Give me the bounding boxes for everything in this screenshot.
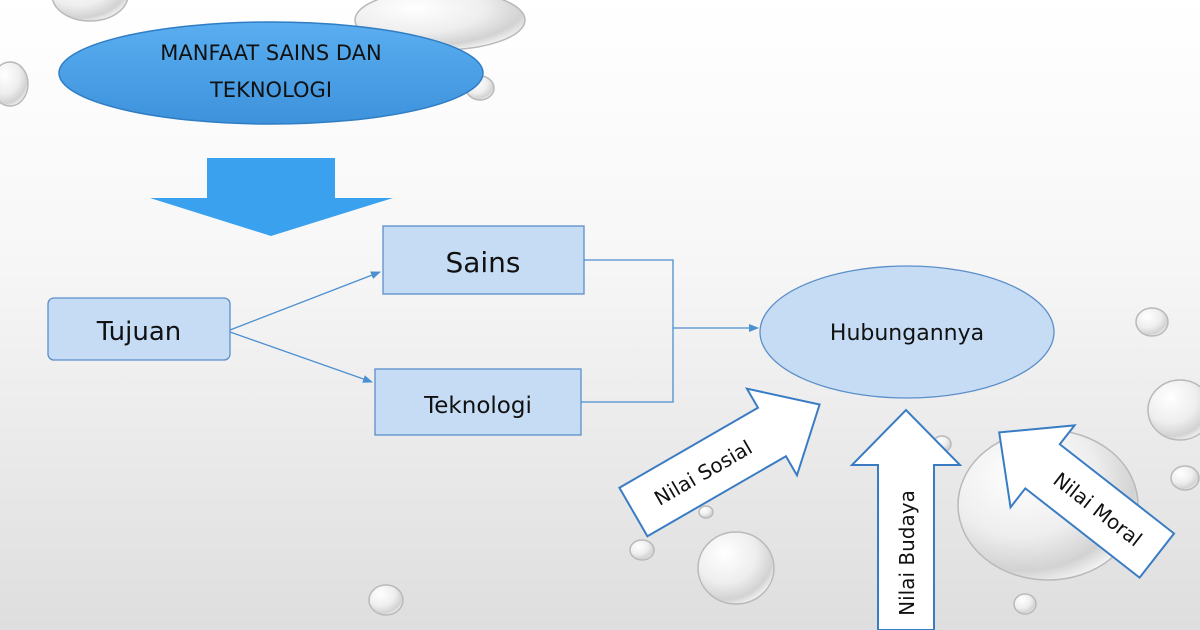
connectors [229, 259, 759, 403]
arrow-nilai-sosial: Nilai Sosial [618, 387, 821, 538]
title-oval: MANFAAT SAINS DAN TEKNOLOGI [58, 21, 484, 125]
value-label-budaya: Nilai Budaya [895, 490, 919, 616]
node-hubungannya: Hubungannya [759, 265, 1055, 399]
arrow-nilai-budaya: Nilai Budaya [849, 408, 963, 630]
node-sains: Sains [382, 225, 585, 295]
bubble-decoration [51, 0, 129, 22]
bubble-decoration [1170, 465, 1200, 491]
node-teknologi: Teknologi [374, 368, 582, 436]
bubble-decoration [629, 539, 655, 561]
connector-bracket [581, 259, 674, 403]
node-sains-label: Sains [445, 246, 520, 279]
bubble-decoration [1135, 307, 1169, 337]
node-tujuan-label: Tujuan [96, 317, 182, 347]
node-teknologi-label: Teknologi [423, 393, 532, 419]
bubble-decoration [0, 61, 29, 107]
connector-tujuan-teknologi [229, 331, 373, 383]
bubble-decoration [1013, 593, 1037, 615]
bubble-decoration [1147, 379, 1200, 441]
bubble-decoration [368, 584, 404, 616]
node-hubungannya-label: Hubungannya [830, 321, 984, 346]
bubble-decoration [698, 505, 714, 519]
connector-tujuan-sains [229, 271, 381, 331]
bubble-decoration [697, 531, 775, 605]
down-arrow-shape [150, 158, 393, 236]
title-line-1: MANFAAT SAINS DAN [160, 41, 381, 65]
node-tujuan: Tujuan [47, 297, 231, 361]
title-line-2: TEKNOLOGI [209, 78, 332, 102]
